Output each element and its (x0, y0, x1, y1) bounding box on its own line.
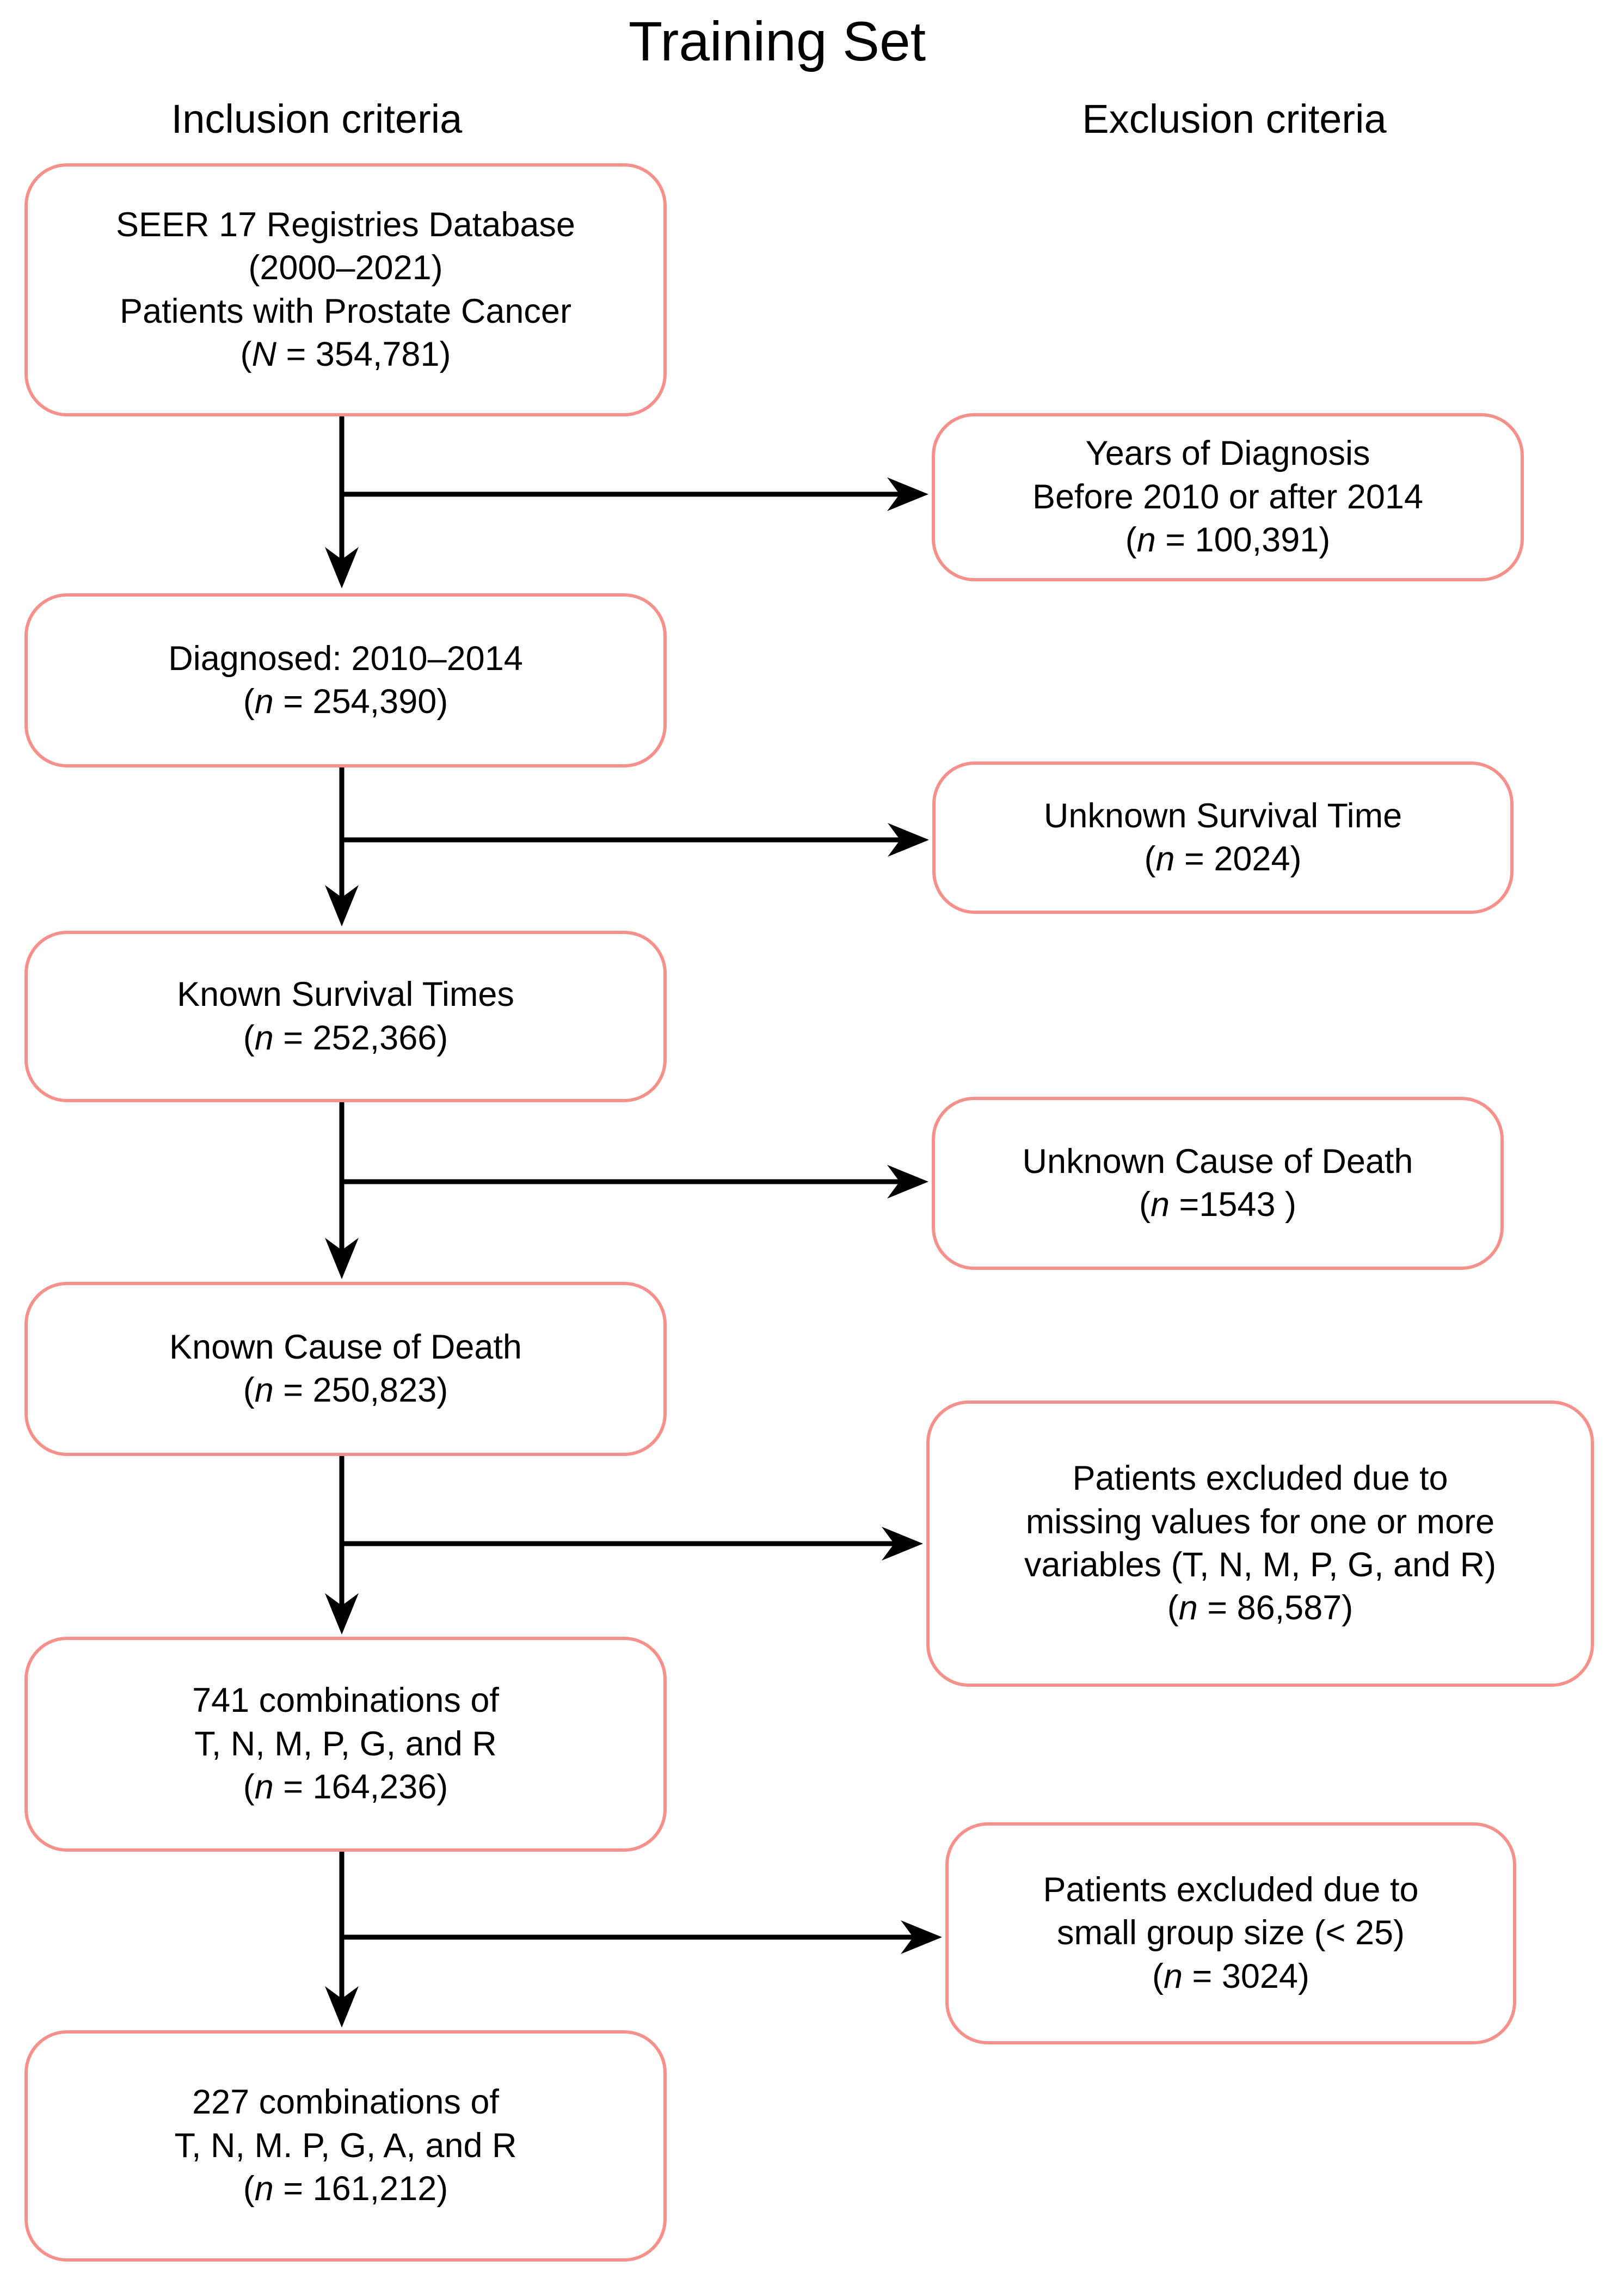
box-unknown-cause-of-death: Unknown Cause of Death (n =1543 ) (932, 1097, 1504, 1270)
arrow-right-icon (342, 477, 928, 511)
arrow-right-icon (342, 1920, 942, 1954)
box-line: (N = 354,781) (240, 335, 451, 373)
arrow-shaft (342, 1179, 903, 1184)
box-line: 227 combinations of (192, 2083, 499, 2122)
arrow-shaft (339, 1852, 345, 2002)
box-text: Known Cause of Death (n = 250,823) (28, 1326, 663, 1412)
box-227-combinations: 227 combinations of T, N, M. P, G, A, and… (24, 2030, 667, 2262)
box-line: T, N, M. P, G, A, and R (174, 2126, 517, 2165)
arrow-down-icon (325, 767, 359, 926)
box-text: Known Survival Times (n = 252,366) (28, 973, 663, 1060)
box-excluded-small-group-size: Patients excluded due to small group size… (945, 1822, 1516, 2044)
box-text: Unknown Survival Time (n = 2024) (936, 795, 1510, 881)
arrow-down-icon (325, 1102, 359, 1279)
inclusion-criteria-header: Inclusion criteria (171, 96, 463, 142)
box-line: Known Cause of Death (169, 1328, 522, 1366)
box-line: T, N, M, P, G, and R (194, 1724, 497, 1763)
box-text: Unknown Cause of Death (n =1543 ) (935, 1140, 1500, 1227)
box-text: Patients excluded due to small group size… (949, 1869, 1513, 1998)
box-line: 741 combinations of (192, 1681, 499, 1720)
box-text: 741 combinations of T, N, M, P, G, and R (… (28, 1679, 663, 1809)
box-line: (n = 161,212) (243, 2170, 448, 2208)
arrow-shaft (339, 1456, 345, 1610)
box-line: (n = 252,366) (243, 1018, 448, 1057)
arrow-shaft (342, 1541, 898, 1546)
box-line: missing values for one or more (1025, 1502, 1495, 1541)
box-text: SEER 17 Registries Database (2000–2021) Pa… (28, 204, 663, 377)
page-title: Training Set (628, 10, 926, 72)
box-text: Diagnosed: 2010–2014 (n = 254,390) (28, 637, 663, 724)
box-741-combinations: 741 combinations of T, N, M, P, G, and R (… (24, 1637, 667, 1852)
box-line: (n = 3024) (1152, 1957, 1309, 1995)
exclusion-criteria-header: Exclusion criteria (1082, 96, 1387, 142)
box-line: Unknown Survival Time (1043, 796, 1402, 835)
box-text: 227 combinations of T, N, M. P, G, A, and… (28, 2081, 663, 2210)
box-known-cause-of-death: Known Cause of Death (n = 250,823) (24, 1282, 667, 1456)
arrow-down-icon (325, 1456, 359, 1635)
arrow-shaft (339, 416, 345, 563)
box-line: (n = 2024) (1144, 840, 1302, 878)
arrow-shaft (339, 767, 345, 901)
box-line: (n = 254,390) (243, 683, 448, 721)
box-line: (n = 86,587) (1167, 1589, 1354, 1627)
box-line: (n = 164,236) (243, 1768, 448, 1807)
box-excluded-missing-values: Patients excluded due to missing values f… (926, 1400, 1594, 1687)
box-text: Patients excluded due to missing values f… (930, 1457, 1591, 1630)
box-diagnosed-2010-2014: Diagnosed: 2010–2014 (n = 254,390) (24, 593, 667, 767)
box-known-survival-times: Known Survival Times (n = 252,366) (24, 931, 667, 1102)
box-line: SEER 17 Registries Database (116, 205, 575, 244)
box-line: Unknown Cause of Death (1022, 1142, 1413, 1181)
box-line: (n = 250,823) (243, 1371, 448, 1409)
arrow-right-icon (342, 1165, 928, 1199)
box-line: (n = 100,391) (1125, 521, 1331, 560)
box-line: Patients excluded due to (1043, 1870, 1419, 1909)
arrow-down-icon (325, 1852, 359, 2028)
box-line: Before 2010 or after 2014 (1032, 477, 1423, 516)
box-line: (n =1543 ) (1139, 1185, 1296, 1224)
arrow-shaft (342, 1934, 917, 1940)
box-unknown-survival-time: Unknown Survival Time (n = 2024) (932, 761, 1514, 914)
box-line: Years of Diagnosis (1085, 434, 1370, 473)
box-line: Diagnosed: 2010–2014 (168, 639, 523, 678)
box-line: (2000–2021) (248, 249, 443, 287)
arrow-right-icon (342, 823, 929, 857)
box-seer-database: SEER 17 Registries Database (2000–2021) Pa… (24, 163, 667, 416)
box-line: Known Survival Times (177, 975, 514, 1014)
arrow-shaft (339, 1102, 345, 1254)
box-line: variables (T, N, M, P, G, and R) (1024, 1546, 1497, 1584)
box-line: small group size (< 25) (1056, 1914, 1405, 1952)
box-line: Patients with Prostate Cancer (120, 292, 571, 330)
arrow-down-icon (325, 416, 359, 588)
box-line: Patients excluded due to (1072, 1459, 1448, 1498)
arrow-right-icon (342, 1527, 923, 1561)
arrow-shaft (342, 492, 903, 497)
arrow-shaft (342, 837, 904, 843)
